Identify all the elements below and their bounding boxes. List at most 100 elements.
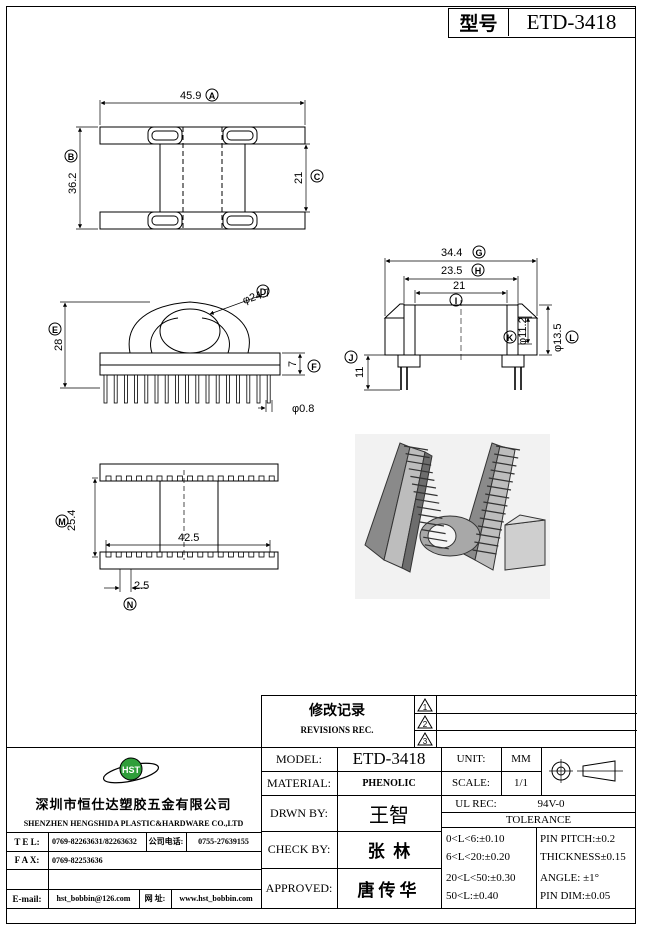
tel-value: 0769-82263631/82263632 [52, 837, 137, 846]
pin-hole [227, 551, 234, 558]
dim-h-value: 23.5 [441, 265, 462, 277]
pin-3d [413, 491, 438, 497]
tolerance-label: TOLERANCE [505, 813, 572, 826]
company-panel: HST 深圳市恒仕达塑胶五金有限公司 SHENZHEN HENGSHIDA PL… [6, 747, 262, 908]
pin-hole [176, 475, 183, 482]
dim-d-circle [256, 284, 270, 298]
pin-hole [156, 551, 163, 558]
dim-l-value: φ13.5 [552, 323, 564, 352]
pin [246, 374, 251, 404]
title-block: 修改记录 REVISIONS REC. 1 2 3 HST 深圳市恒仕达塑胶五金… [6, 690, 637, 924]
pin-hole [166, 551, 173, 558]
pin-hole [115, 475, 122, 482]
revisions-subtitle: REVISIONS REC. [300, 725, 374, 735]
pin-hole [238, 551, 245, 558]
unit-value: MM [511, 753, 531, 765]
pin [124, 374, 128, 404]
pin-3d [477, 525, 503, 531]
pin-3d [411, 483, 437, 489]
email-label: E-mail: [12, 893, 42, 904]
dim-h-letter: H [475, 266, 482, 276]
dim-e-circle [48, 322, 62, 336]
tolerance-3: 20<L<50:±0.30 [446, 871, 516, 884]
dim-i-value: 21 [453, 280, 465, 292]
pin [266, 374, 271, 404]
pin-hole [248, 475, 255, 482]
pin-3d [474, 541, 499, 547]
dim-h-circle [471, 263, 485, 277]
dim-f-circle [307, 359, 321, 373]
pin [225, 374, 230, 404]
dim-i-letter: I [455, 296, 458, 306]
model-value: ETD-3418 [352, 749, 426, 768]
svg-text:2: 2 [423, 720, 428, 729]
dim-f-letter: F [311, 362, 317, 372]
scale-label: SCALE: [452, 777, 490, 789]
revisions-title: 修改记录 [309, 704, 365, 719]
top-flange-outline [99, 126, 306, 145]
dim-span-value: 42.5 [178, 532, 199, 544]
dim-n-value: 2.5 [134, 580, 149, 592]
pin-3d [416, 506, 441, 512]
pin-hole [268, 475, 275, 482]
pin-hole [187, 475, 194, 482]
pin [134, 374, 139, 404]
svg-text:HST: HST [122, 765, 141, 775]
dim-d-letter: D [260, 287, 267, 297]
bottom-pins [105, 475, 275, 558]
pin-3d [488, 477, 513, 483]
drwn-label: DRWN BY: [270, 805, 328, 820]
dim-n-circle [123, 597, 137, 611]
svg-text:3: 3 [423, 737, 428, 746]
pin-dim-tolerance: PIN DIM:±0.05 [540, 889, 611, 902]
pin-3d [421, 529, 446, 535]
header-box: 型号 ETD-3418 [448, 8, 636, 38]
svg-text:1: 1 [423, 703, 428, 712]
bottom-flange-outline [99, 211, 306, 230]
material-value: PHENOLIC [362, 777, 416, 789]
revision-mark-2: 2 [414, 713, 436, 730]
pin [164, 374, 169, 404]
pin-hole [217, 475, 224, 482]
pin-3d [407, 460, 432, 466]
pin-hole [156, 475, 163, 482]
pin-hole [207, 475, 214, 482]
dim-j-value: 11 [354, 367, 366, 378]
pin [144, 374, 149, 404]
ul-label: UL REC: [455, 797, 497, 810]
pin-3d [486, 485, 512, 491]
bobbin-3d-render [355, 434, 550, 599]
dim-m-circle [55, 514, 69, 528]
pin-3d [472, 549, 497, 555]
pin-hole [268, 551, 275, 558]
header-label: 型号 [449, 9, 509, 36]
pin-3d [423, 536, 448, 542]
tolerance-1: 0<L<6:±0.10 [446, 832, 505, 845]
drwn-value: 王智 [369, 804, 409, 827]
pin-hole [187, 551, 194, 558]
tolerance-2: 6<L<20:±0.20 [446, 850, 510, 863]
tel-label: T E L: [14, 836, 40, 847]
web-label: 网 址: [144, 894, 166, 903]
pin [113, 374, 118, 404]
pin-hole [258, 551, 265, 558]
front-view [60, 294, 305, 412]
dim-a-letter: A [209, 91, 216, 101]
pin [185, 374, 190, 404]
projection-symbol [549, 759, 623, 783]
main-block [6, 747, 636, 909]
pin-hole [217, 551, 224, 558]
pin-hole [136, 551, 143, 558]
pin [154, 374, 159, 404]
pin [174, 374, 179, 404]
dim-l-letter: L [569, 333, 575, 343]
dim-b-value: 36.2 [67, 173, 79, 194]
base-rect [99, 352, 281, 376]
pin-dia-value: φ0.8 [292, 403, 314, 415]
dim-c-circle [310, 169, 324, 183]
pin-hole [126, 475, 132, 482]
check-label: CHECK BY: [267, 842, 331, 856]
revisions-table: 修改记录 REVISIONS REC. 1 2 3 [261, 695, 637, 748]
dim-f-value: 7 [287, 361, 299, 367]
dim-e-value: 28 [53, 339, 65, 351]
